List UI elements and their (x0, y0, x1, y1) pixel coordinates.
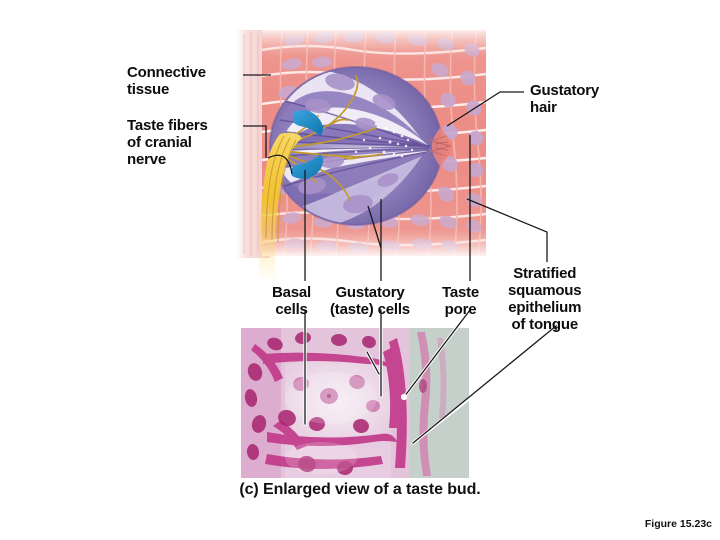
label-connective-tissue: Connective tissue (127, 64, 206, 98)
figure-number: Figure 15.23c (644, 518, 712, 530)
figure-caption: (c) Enlarged view of a taste bud. (239, 481, 481, 498)
label-stratified-epithelium: Stratified squamous epithelium of tongue (508, 265, 582, 333)
label-taste-pore: Taste pore (442, 284, 480, 318)
gustatory-hairs (433, 135, 449, 157)
basal-cells (291, 110, 323, 179)
cranial-nerve-fiber-bundle (259, 132, 302, 278)
taste-bud-illustration (236, 28, 486, 280)
taste-pore (429, 128, 452, 166)
label-gustatory-cells: Gustatory (taste) cells (330, 284, 410, 318)
label-gustatory-hair: Gustatory hair (530, 82, 600, 116)
taste-bud-svg (236, 30, 486, 278)
stained-septa (251, 338, 407, 469)
micrograph-svg (241, 328, 469, 478)
apical-granules (354, 122, 414, 158)
taste-bud (269, 66, 443, 226)
taste-bud-micrograph (241, 328, 469, 478)
label-taste-fibers: Taste fibers of cranial nerve (127, 117, 208, 168)
label-basal-cells: Basal cells (272, 284, 312, 318)
micrograph-nuclei (244, 331, 376, 476)
